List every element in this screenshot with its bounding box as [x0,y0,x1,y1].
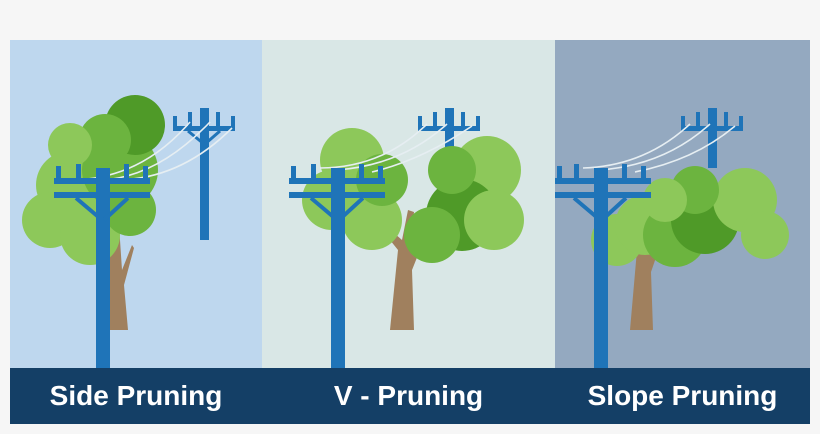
panels-row [10,40,810,368]
utility-pole-icon [555,164,651,368]
utility-pole-icon [681,108,743,168]
utility-pole-icon [289,164,385,368]
v-pruning-scene [289,108,524,368]
panel-side-pruning [10,40,262,368]
power-line-icon [582,123,736,173]
pruning-illustration: Side Pruning V - Pruning Slope Pruning [10,40,810,424]
label-slope-pruning: Slope Pruning [587,380,778,411]
panel-slope-pruning [555,40,810,368]
slope-pruning-scene [555,108,789,368]
label-bar: Side Pruning V - Pruning Slope Pruning [10,368,810,424]
utility-pole-icon [54,164,150,368]
panel-v-pruning [262,40,555,368]
label-v-pruning: V - Pruning [333,380,484,411]
utility-pole-icon [418,108,480,168]
tree-icon [591,166,789,330]
side-pruning-scene [22,95,235,368]
label-side-pruning: Side Pruning [49,380,223,411]
